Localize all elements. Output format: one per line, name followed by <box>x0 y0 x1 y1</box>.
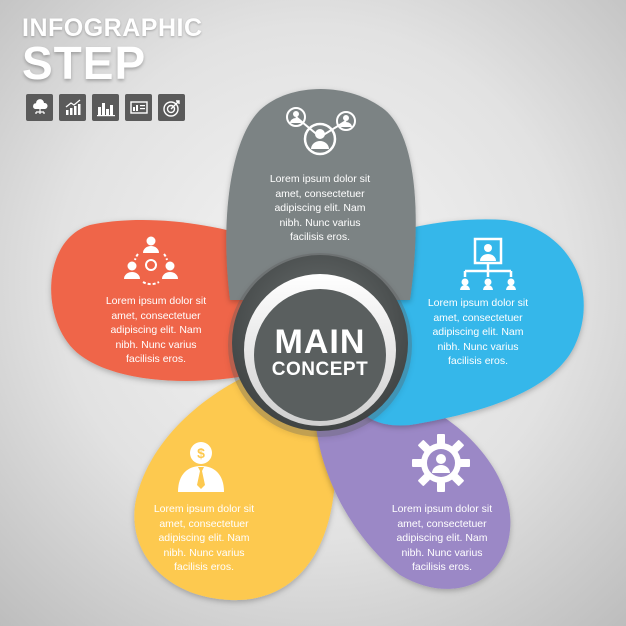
text-line: Lorem ipsum dolor sit <box>105 295 207 307</box>
businessman-dollar-icon: $ <box>176 440 226 497</box>
title-step: STEP <box>22 37 147 89</box>
title-infographic: INFOGRAPHIC <box>22 14 203 42</box>
petal-left-text: Lorem ipsum dolor sit amet, consectetuer… <box>76 294 236 367</box>
text-line: nibh. Nunc varius <box>437 340 519 353</box>
text-line: nibh. Nunc varius <box>163 546 245 559</box>
center-main: MAIN <box>274 323 366 361</box>
text-line: amet, consectetuer <box>159 517 249 530</box>
presentation-icon[interactable] <box>125 94 152 121</box>
text-line: facilisis eros. <box>125 353 187 365</box>
text-line: nibh. Nunc varius <box>401 546 483 559</box>
center-label: MAIN CONCEPT <box>250 325 390 381</box>
text-line: adipiscing elit. Nam <box>396 532 488 544</box>
text-line: Lorem ipsum dolor sit <box>269 173 371 185</box>
text-line: Lorem ipsum dolor sit <box>391 503 493 515</box>
growth-chart-icon[interactable] <box>59 94 86 121</box>
text-line: amet, consectetuer <box>111 309 201 322</box>
petal-bottom-left-text: Lorem ipsum dolor sit amet, consectetuer… <box>124 502 284 575</box>
gear-icon <box>410 432 472 499</box>
icon-toolbar <box>26 94 185 121</box>
team-cycle-icon <box>123 234 179 293</box>
text-line: amet, consectetuer <box>275 187 365 200</box>
petal-bottom-right-text: Lorem ipsum dolor sit amet, consectetuer… <box>362 502 522 575</box>
target-icon[interactable] <box>158 94 185 121</box>
petal-top <box>226 89 416 300</box>
center-concept: CONCEPT <box>271 359 369 380</box>
bar-chart-icon[interactable] <box>92 94 119 121</box>
network-people-icon <box>283 104 363 167</box>
text-line: facilisis eros. <box>173 561 235 573</box>
text-line: facilisis eros. <box>289 231 351 243</box>
text-line: amet, consectetuer <box>433 311 523 324</box>
petal-right-text: Lorem ipsum dolor sit amet, consectetuer… <box>398 296 558 369</box>
text-line: facilisis eros. <box>411 561 473 573</box>
text-line: nibh. Nunc varius <box>279 216 361 229</box>
org-chart-icon <box>459 237 517 296</box>
text-line: Lorem ipsum dolor sit <box>427 297 529 309</box>
text-line: Lorem ipsum dolor sit <box>153 503 255 515</box>
text-line: nibh. Nunc varius <box>115 338 197 351</box>
petal-top-text: Lorem ipsum dolor sit amet, consectetuer… <box>240 172 400 245</box>
text-line: facilisis eros. <box>447 355 509 367</box>
hub-inner <box>254 289 386 421</box>
text-line: adipiscing elit. Nam <box>110 324 202 336</box>
svg-text:$: $ <box>197 445 205 461</box>
text-line: adipiscing elit. Nam <box>432 326 524 338</box>
text-line: amet, consectetuer <box>397 517 487 530</box>
cloud-hierarchy-icon[interactable] <box>26 94 53 121</box>
text-line: adipiscing elit. Nam <box>274 202 366 214</box>
text-line: adipiscing elit. Nam <box>158 532 250 544</box>
